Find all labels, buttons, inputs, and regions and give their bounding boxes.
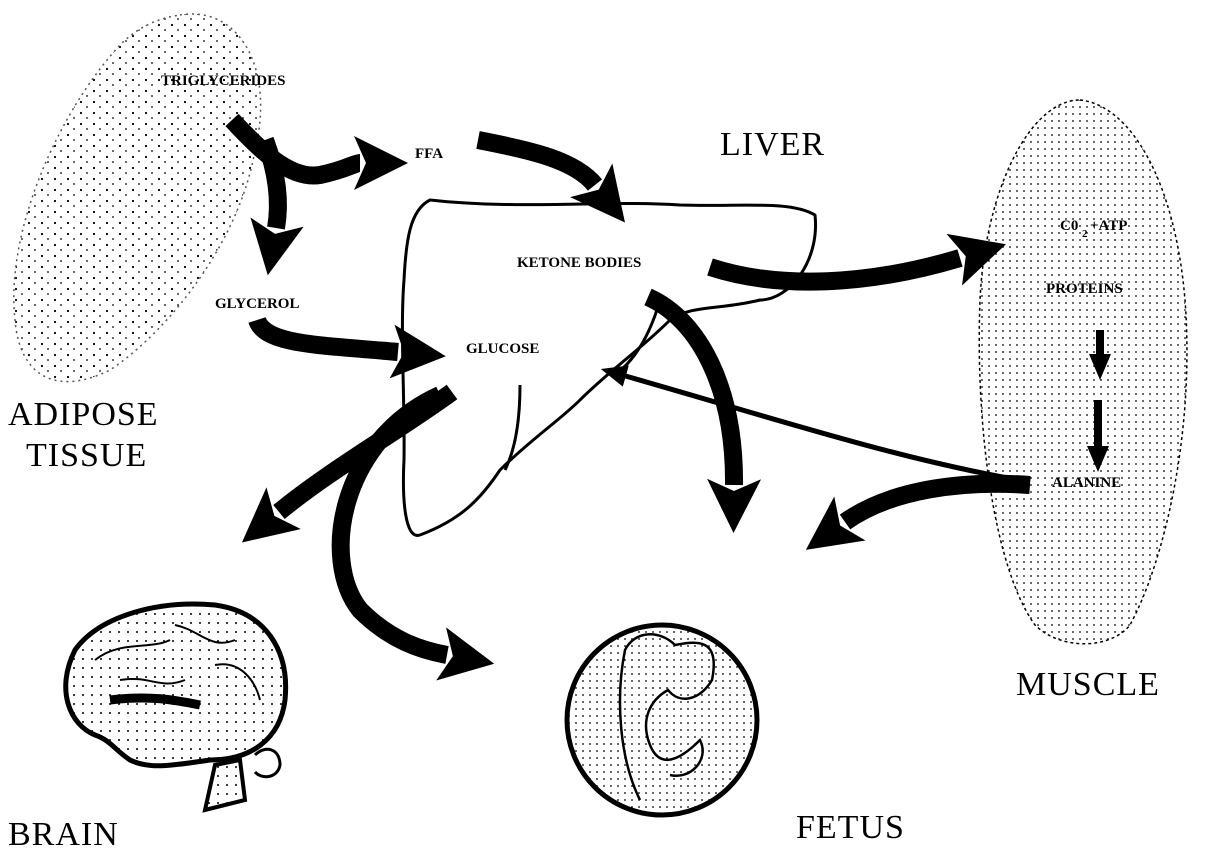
proteins-label: PROTEINS <box>1046 281 1123 297</box>
svg-text:2: 2 <box>1082 228 1088 240</box>
brain-illustration <box>66 604 286 810</box>
alanine-label: ALANINE <box>1052 475 1121 491</box>
arrow-ketones-to-fetus <box>648 297 734 485</box>
muscle-illustration <box>979 100 1187 644</box>
arrow-alanine-to-glucose <box>622 375 1030 482</box>
fetus-illustration <box>567 625 757 815</box>
arrow-triglycerides-to-glycerol <box>265 140 278 228</box>
adipose-tissue-illustration <box>14 14 261 382</box>
ketone-bodies-label: KETONE BODIES <box>517 255 641 271</box>
ffa-label: FFA <box>415 146 443 162</box>
brain-label: BRAIN <box>8 816 119 851</box>
muscle-label: MUSCLE <box>1016 666 1160 703</box>
arrow-ketones-to-muscle <box>710 258 960 282</box>
glycerol-label: GLYCEROL <box>215 296 299 312</box>
liver-label: LIVER <box>720 126 825 163</box>
adipose-label-line1: ADIPOSE <box>8 396 159 433</box>
arrow-glucose-to-fetus <box>341 395 447 655</box>
triglycerides-label: TRIGLYCERIDES <box>161 73 286 89</box>
glucose-label: GLUCOSE <box>466 341 539 357</box>
svg-text:+ATP: +ATP <box>1090 218 1127 234</box>
arrow-glycerol-to-glucose <box>257 320 398 352</box>
svg-text:C0: C0 <box>1060 218 1078 234</box>
fetus-label: FETUS <box>796 809 905 846</box>
arrow-ffa-to-liver <box>478 140 595 185</box>
pathway-arrows <box>232 120 1030 655</box>
adipose-label-line2: TISSUE <box>26 437 147 474</box>
liver-outline <box>402 200 815 535</box>
